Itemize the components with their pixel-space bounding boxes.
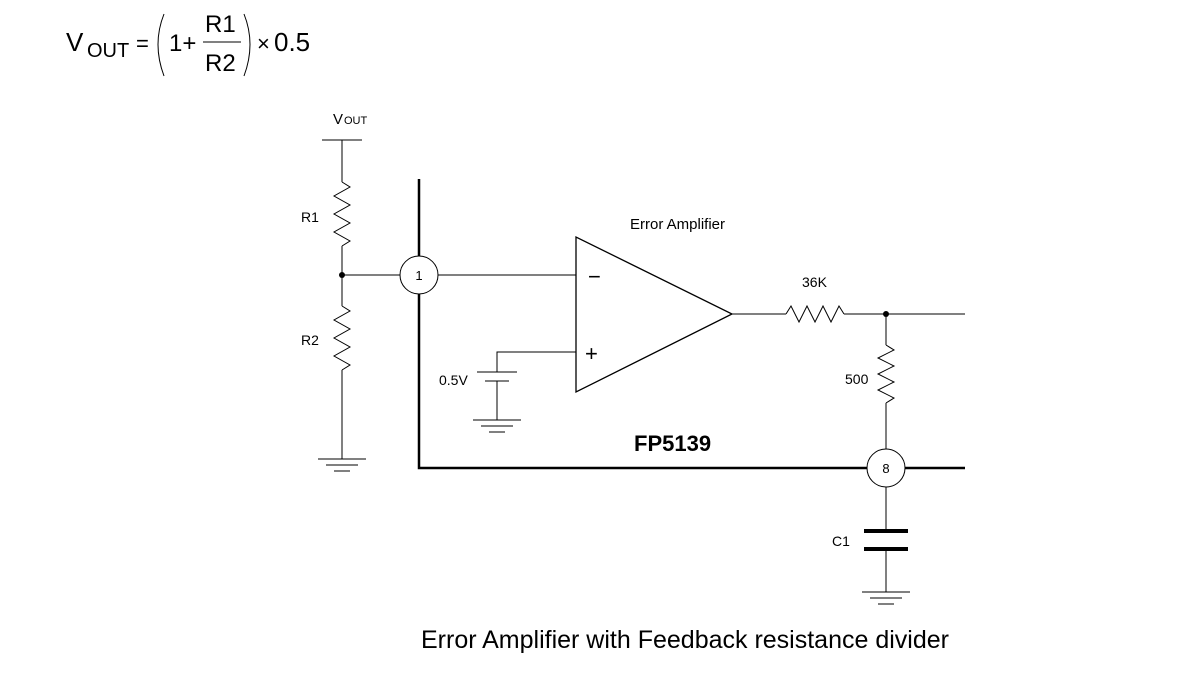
amp-minus-input: − <box>588 264 601 289</box>
formula-numerator: R1 <box>205 11 236 38</box>
vout-label-subscript: OUT <box>344 115 368 127</box>
chip-name: FP5139 <box>634 431 711 456</box>
formula-left-paren <box>157 13 165 77</box>
formula-times: × <box>257 31 270 56</box>
error-amplifier-label: Error Amplifier <box>630 216 725 233</box>
r1-label: R1 <box>301 209 319 225</box>
figure-caption: Error Amplifier with Feedback resistance… <box>421 626 949 654</box>
resistor-36k <box>785 304 845 324</box>
amp-plus-input: + <box>585 341 598 366</box>
formula-vout-subscript: OUT <box>87 40 129 62</box>
pin-1-label: 1 <box>415 268 422 283</box>
formula-factor: 0.5 <box>274 27 310 57</box>
resistor-500-label: 500 <box>845 371 869 387</box>
vref-wire <box>496 351 576 372</box>
ground-icon <box>318 458 366 472</box>
r2-resistor <box>332 305 352 371</box>
formula-right-paren <box>243 13 251 77</box>
ground-icon <box>473 419 521 433</box>
vout-formula: V OUT = 1+ R1 R2 × 0.5 <box>66 11 310 77</box>
r1-resistor <box>332 181 352 247</box>
pin-8-label: 8 <box>882 461 889 476</box>
formula-vout: V <box>66 27 84 57</box>
vref-label: 0.5V <box>439 372 468 388</box>
formula-equals: = <box>136 31 149 56</box>
formula-one-plus: 1+ <box>169 30 196 57</box>
error-amplifier-triangle <box>575 235 734 394</box>
c1-label: C1 <box>832 533 850 549</box>
vout-label: V <box>333 111 343 128</box>
resistor-36k-label: 36K <box>802 274 828 290</box>
resistor-500 <box>876 344 896 404</box>
r2-label: R2 <box>301 332 319 348</box>
ground-icon <box>862 591 910 605</box>
formula-denominator: R2 <box>205 50 236 77</box>
